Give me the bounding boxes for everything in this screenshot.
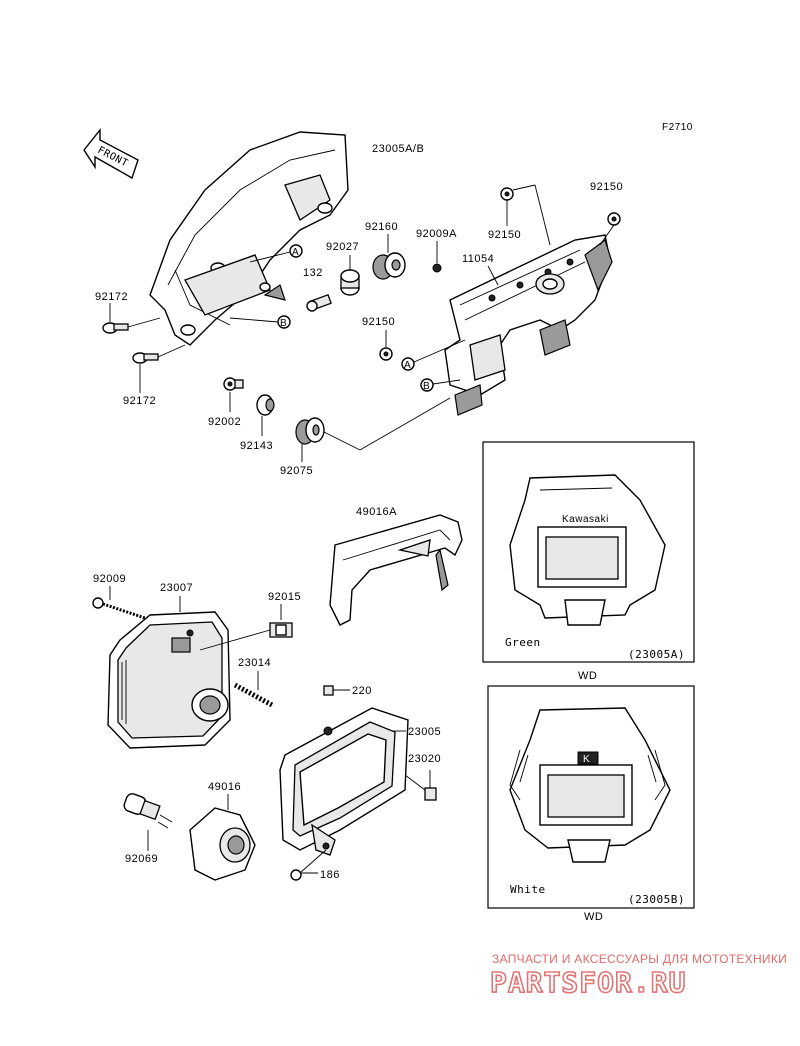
watermark-line2: PARTSFOR.RU xyxy=(490,966,686,999)
label-186: 186 xyxy=(320,869,340,881)
clip-92015 xyxy=(199,622,293,651)
label-132: 132 xyxy=(303,267,323,279)
label-92160: 92160 xyxy=(365,221,398,233)
green-part-ref: (23005A) xyxy=(628,648,685,661)
collar-92027 xyxy=(340,269,360,296)
label-92172-a: 92172 xyxy=(95,291,128,303)
label-92069: 92069 xyxy=(125,853,158,865)
label-92143: 92143 xyxy=(240,440,273,452)
ref-marker-b-bracket: B xyxy=(420,378,461,392)
label-92009a: 92009A xyxy=(416,228,457,240)
screw-220 xyxy=(323,685,350,696)
watermark-line1: ЗАПЧАСТИ И АКСЕССУАРЫ ДЛЯ МОТОТЕХНИКИ xyxy=(492,952,787,966)
socket-49016 xyxy=(189,807,256,881)
bolt-132 xyxy=(306,293,332,312)
screw-92172-a xyxy=(102,317,161,334)
svg-text:A: A xyxy=(292,247,299,258)
grommet-92075 xyxy=(295,397,451,451)
label-92150-top: 92150 xyxy=(590,181,623,193)
grommet-92160 xyxy=(372,252,406,280)
white-part-ref: (23005B) xyxy=(628,893,685,906)
label-92002: 92002 xyxy=(208,416,241,428)
label-23005ab: 23005A/B xyxy=(372,143,424,155)
label-23020: 23020 xyxy=(408,753,441,765)
screw-92009a xyxy=(432,263,442,273)
svg-text:B: B xyxy=(280,318,287,329)
collar-92143 xyxy=(256,394,275,416)
bolt-92002 xyxy=(223,377,244,391)
spring-23014 xyxy=(233,682,274,708)
label-92172-b: 92172 xyxy=(123,395,156,407)
label-23007: 23007 xyxy=(160,582,193,594)
bulb-92069 xyxy=(123,793,173,829)
label-92009: 92009 xyxy=(93,573,126,585)
inset-white: K White (23005B) xyxy=(487,685,695,909)
green-brand-text: Kawasaki xyxy=(562,514,609,525)
nut-23020 xyxy=(404,770,437,801)
svg-text:B: B xyxy=(423,381,430,392)
label-23014: 23014 xyxy=(238,657,271,669)
label-11054: 11054 xyxy=(462,253,494,265)
label-92150-low: 92150 xyxy=(362,316,395,328)
headlight-unit-23007 xyxy=(107,611,231,749)
label-92075: 92075 xyxy=(280,465,313,477)
bracket-11054 xyxy=(444,234,613,416)
bolt-92150-low xyxy=(379,347,393,361)
housing-23005 xyxy=(279,707,409,856)
label-92015: 92015 xyxy=(268,591,301,603)
ref-marker-b-cowl: B xyxy=(229,315,291,329)
green-caption: WD xyxy=(578,670,597,682)
label-49016a: 49016A xyxy=(356,506,397,518)
ref-marker-a-cowl: A xyxy=(249,244,303,263)
label-92150-mid: 92150 xyxy=(488,229,521,241)
bolt-92150-top xyxy=(500,184,551,246)
screw-92009 xyxy=(92,597,146,620)
bolt-92150-right xyxy=(599,212,621,246)
label-220: 220 xyxy=(352,685,372,697)
label-49016: 49016 xyxy=(208,781,241,793)
svg-text:A: A xyxy=(404,360,411,371)
white-color-label: White xyxy=(510,883,546,896)
headlight-cowl xyxy=(149,131,349,346)
screw-92172-b xyxy=(132,344,186,364)
screw-186 xyxy=(290,849,327,881)
inset-green: Kawasaki Green (23005A) xyxy=(482,441,695,663)
rim-49016a xyxy=(329,514,463,626)
figure-code: F2710 xyxy=(662,122,693,133)
front-arrow-icon: FRONT xyxy=(83,128,139,180)
label-23005: 23005 xyxy=(408,726,441,738)
label-92027: 92027 xyxy=(326,241,359,253)
white-caption: WD xyxy=(584,911,603,923)
white-brand-text: K xyxy=(583,754,590,765)
green-color-label: Green xyxy=(505,636,541,649)
ref-marker-a-bracket: A xyxy=(401,339,466,371)
